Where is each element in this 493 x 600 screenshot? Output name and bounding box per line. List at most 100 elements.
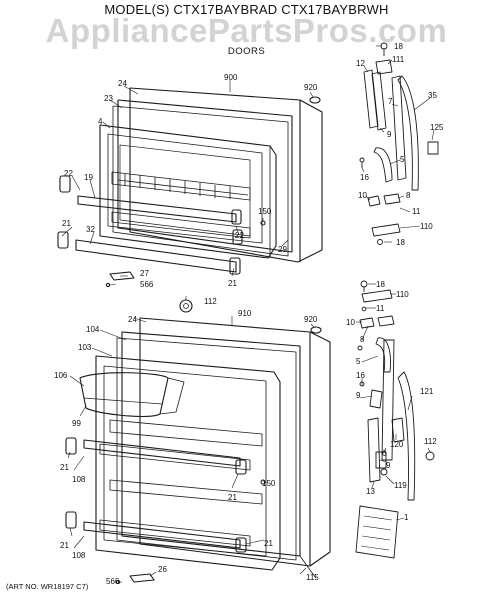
- dairy-compartment-door: [79, 372, 169, 417]
- site-watermark: AppliancePartsPros.com: [45, 12, 448, 49]
- callout: 920: [304, 83, 318, 92]
- fresh-food-outer-panel: [139, 317, 331, 567]
- bracket-8b: [377, 315, 395, 327]
- page-title: MODEL(S) CTX17BAYBRAD CTX17BAYBRWH: [104, 2, 389, 17]
- callout: 103: [78, 343, 92, 352]
- callout: 900: [224, 73, 238, 82]
- handle-35: [397, 75, 419, 191]
- callout: 5: [356, 357, 361, 366]
- callout: 9: [387, 130, 392, 139]
- callout: 22: [235, 231, 244, 240]
- bracket-10b: [359, 317, 375, 329]
- callout: 24: [118, 79, 127, 88]
- callout: 112: [424, 437, 437, 446]
- owners-manual: [355, 505, 399, 559]
- callout: 108: [72, 475, 86, 484]
- callout: 120: [390, 440, 404, 449]
- hinge-5b: [375, 337, 391, 373]
- plug-920b: [310, 326, 322, 334]
- freezer-upper-shelf: [111, 171, 251, 201]
- callout: 13: [366, 487, 375, 496]
- plug-920: [309, 96, 321, 104]
- leader-lines: [61, 45, 435, 583]
- callout: 21: [228, 279, 237, 288]
- hinge-bar-12: [363, 69, 379, 129]
- door-stop-6: [381, 339, 395, 461]
- door-stop-7: [391, 75, 407, 181]
- fresh-food-clips: [65, 437, 247, 553]
- screw-11: [361, 306, 367, 312]
- callout: 150: [258, 207, 272, 216]
- callout: 26: [158, 565, 167, 574]
- callout: 21: [60, 541, 69, 550]
- callout: 150: [262, 479, 276, 488]
- callout: 1: [404, 513, 409, 522]
- freezer-hinge-parts: [359, 42, 439, 245]
- screw-18c: [360, 280, 368, 288]
- freezer-door-outer-panel: [129, 87, 323, 263]
- callout: 22: [64, 169, 73, 178]
- part-119: [380, 468, 388, 476]
- callout: 16: [356, 371, 365, 380]
- callout: 18: [394, 42, 403, 51]
- button-112b: [425, 451, 435, 461]
- callout: 4: [98, 117, 103, 126]
- callout: 21: [62, 219, 71, 228]
- callout: 112: [204, 297, 217, 306]
- shelf-bar-108-lower: [83, 521, 241, 549]
- hinge-bracket-111: [375, 59, 393, 75]
- callout: 21: [228, 493, 237, 502]
- callout: 106: [54, 371, 68, 380]
- fresh-food-door-liner: [95, 355, 281, 571]
- callout-labels: 24 900 920 23 4 22 19 22 150 21 32 29 27…: [54, 42, 444, 586]
- callout: 7: [388, 97, 393, 106]
- fresh-food-gasket: [121, 331, 301, 557]
- hinge-13: [367, 417, 381, 483]
- callout: 11: [376, 304, 385, 313]
- hinge-110: [371, 223, 401, 237]
- hinge-cover-9: [371, 71, 387, 131]
- callout: 9: [386, 461, 391, 470]
- hinge-110b: [361, 289, 393, 303]
- callout: 121: [420, 387, 434, 396]
- callout: 910: [238, 309, 252, 318]
- handle-121: [397, 371, 416, 501]
- callout: 23: [104, 94, 113, 103]
- callout: 29: [278, 245, 287, 254]
- callout: 21: [60, 463, 69, 472]
- callout: 566: [106, 577, 120, 586]
- callout: 19: [84, 173, 93, 182]
- callout: 110: [396, 290, 409, 299]
- callout: 18: [396, 238, 405, 247]
- callout: 104: [86, 325, 100, 334]
- callout: 99: [72, 419, 81, 428]
- callout: 8: [406, 191, 411, 200]
- button-112: [179, 299, 193, 313]
- freezer-gasket: [117, 99, 293, 253]
- freezer-bottom-bar: [75, 239, 237, 273]
- callout: 9: [356, 391, 361, 400]
- callout: 125: [430, 123, 444, 132]
- callout: 119: [394, 481, 407, 490]
- callout: 920: [304, 315, 318, 324]
- bracket-8: [383, 193, 401, 205]
- freezer-shelf-bar: [77, 195, 237, 223]
- callout: 24: [128, 315, 137, 324]
- callout: 18: [376, 280, 385, 289]
- part-26-plate: [129, 573, 155, 583]
- callout: 10: [358, 191, 367, 200]
- callout: 110: [420, 222, 433, 231]
- callout: 115: [306, 573, 319, 582]
- callout: 35: [428, 91, 437, 100]
- shelf-bar-108-upper: [83, 439, 241, 467]
- section-title: DOORS: [227, 46, 266, 57]
- callout: 5: [400, 155, 405, 164]
- screw-16: [359, 157, 365, 163]
- callout: 21: [264, 539, 273, 548]
- callout: 12: [356, 59, 365, 68]
- hinge-5: [373, 147, 393, 183]
- callout: 108: [72, 551, 86, 560]
- hinge-cover-9c: [375, 451, 387, 469]
- header: AppliancePartsPros.com MODEL(S) CTX17BAY…: [0, 0, 493, 58]
